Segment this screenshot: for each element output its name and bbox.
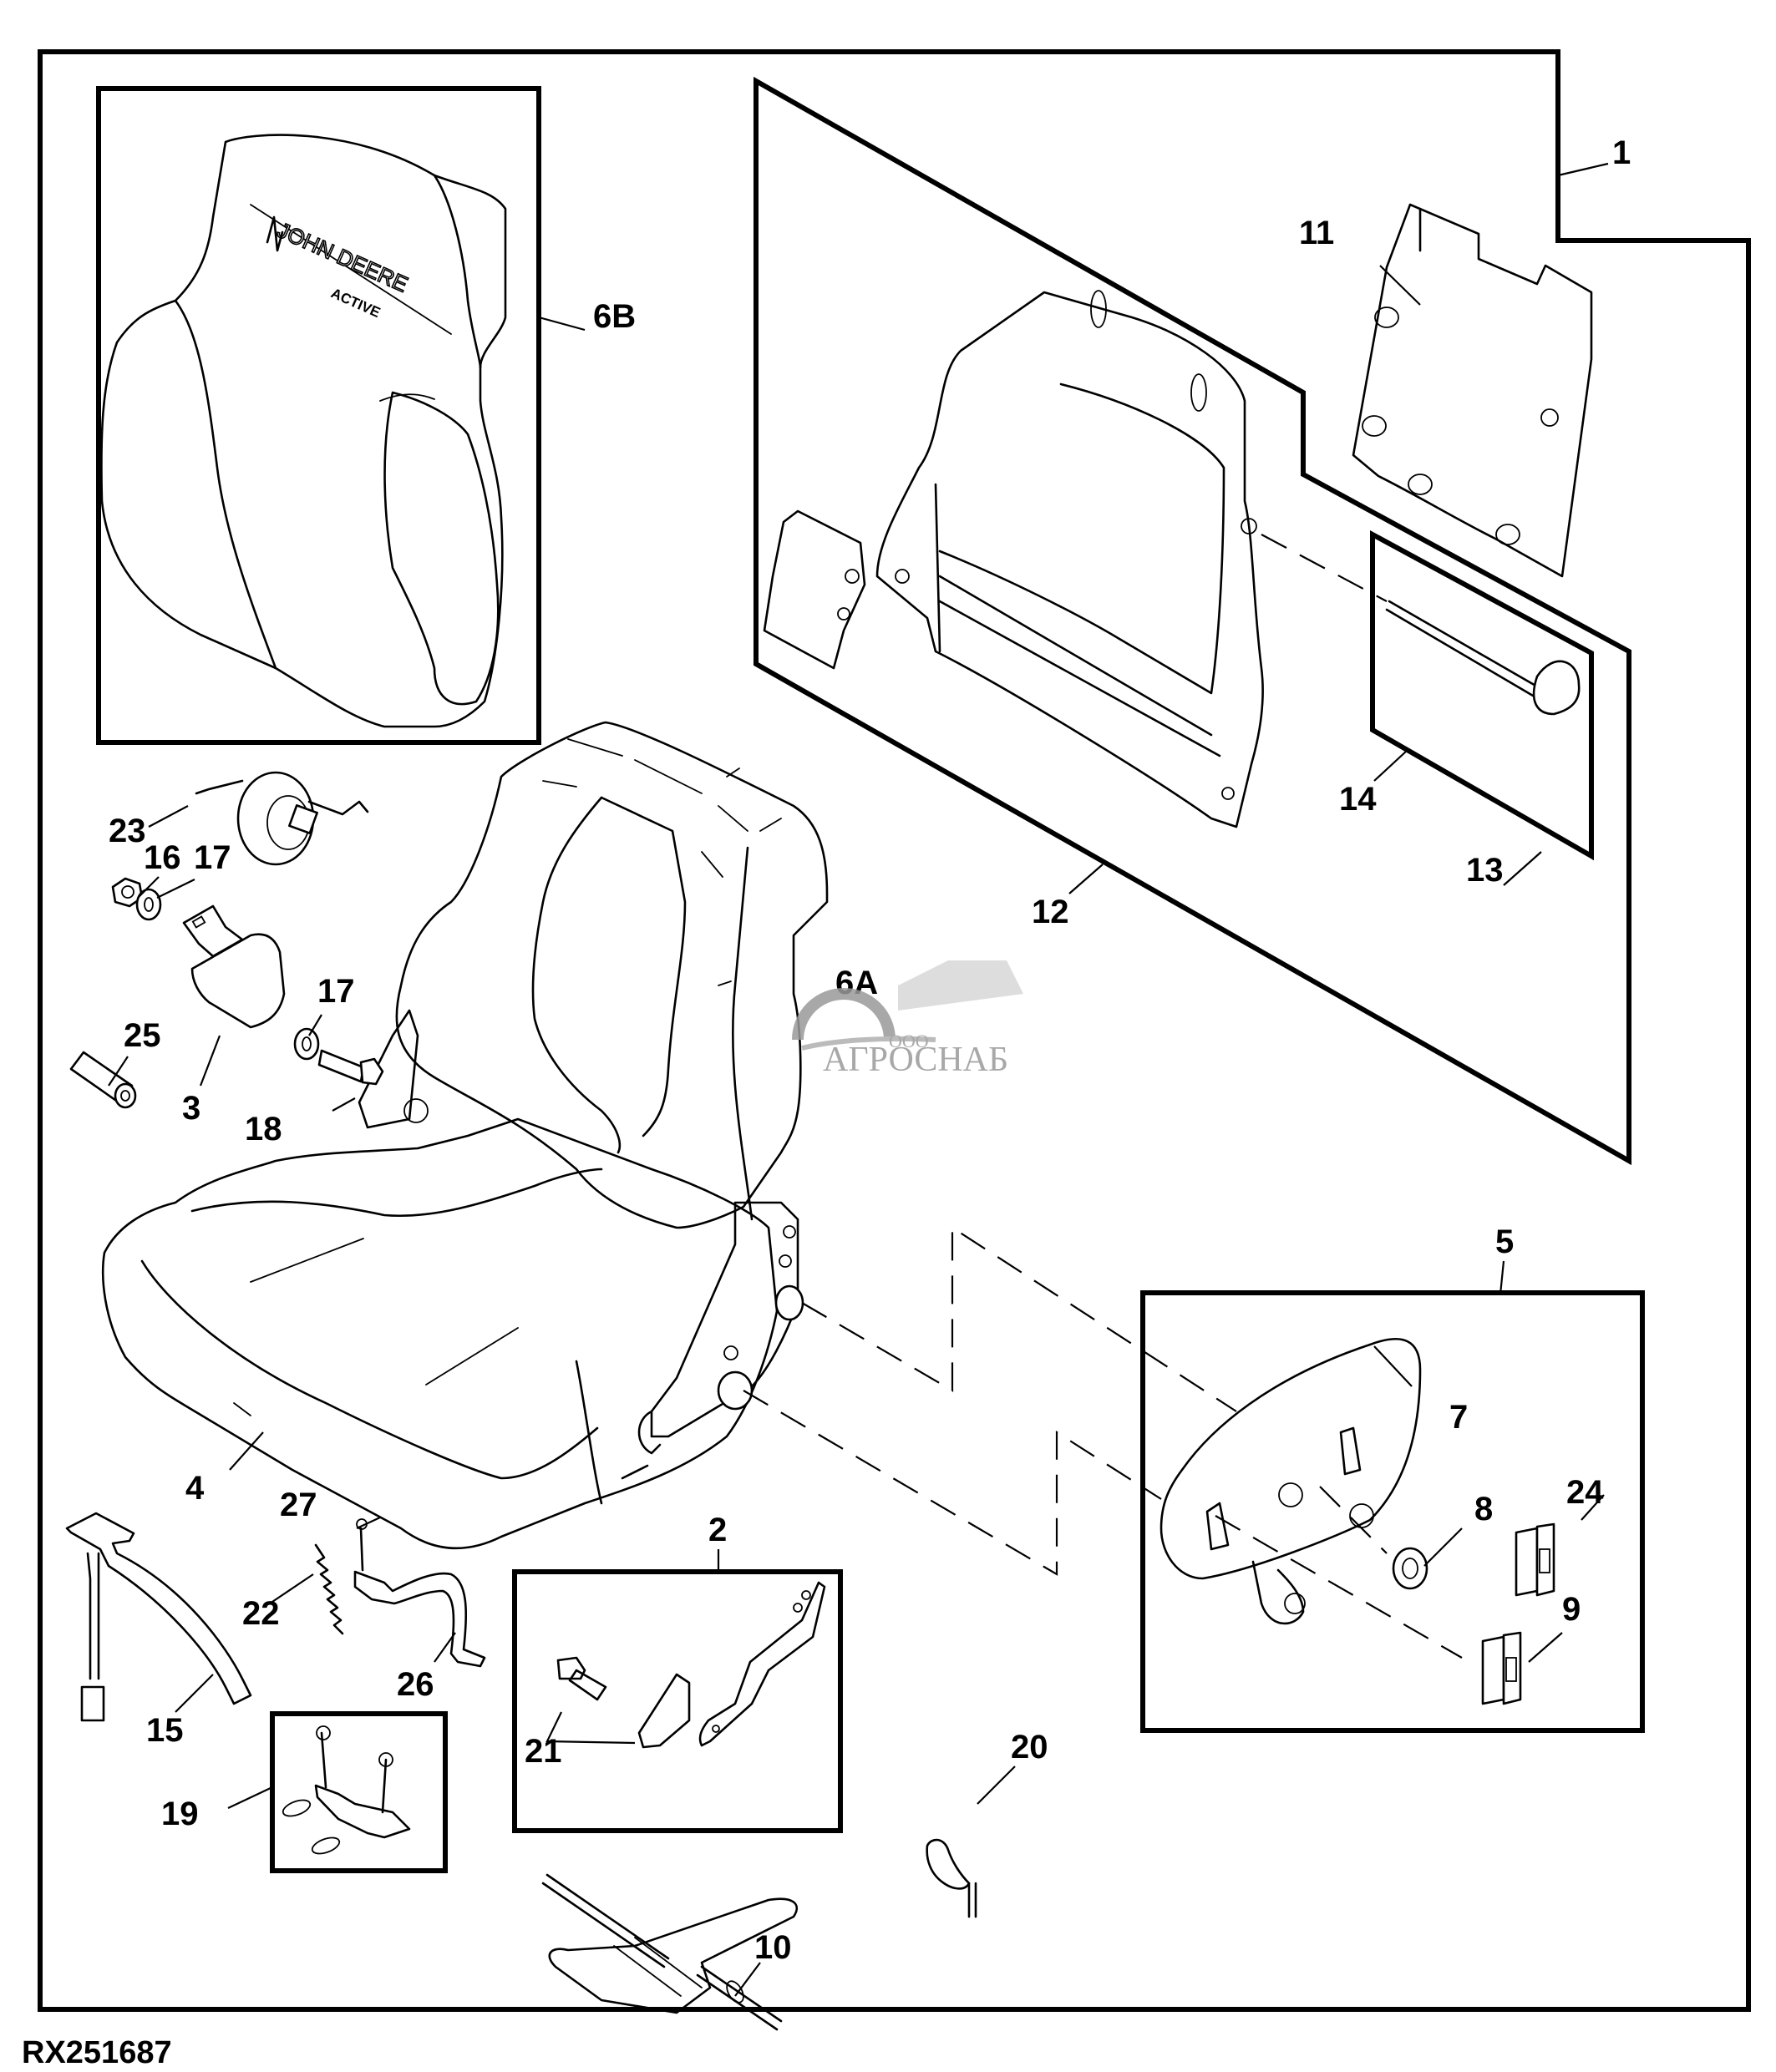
deer-logo-icon bbox=[266, 215, 284, 252]
backrest-cover-6b: JOHN DEERE ACTIVE bbox=[100, 134, 507, 728]
assembly-frame bbox=[38, 49, 1751, 2012]
callout-3: 3 bbox=[182, 1090, 200, 1127]
spring-22 bbox=[314, 1543, 344, 1635]
callout-13: 13 bbox=[1466, 852, 1504, 889]
callout-18: 18 bbox=[245, 1111, 282, 1147]
inset-box-14 bbox=[1370, 529, 1594, 861]
callout-25: 25 bbox=[124, 1017, 161, 1054]
switch-guide bbox=[1215, 1515, 1463, 1659]
seat-back-6a bbox=[395, 721, 829, 1229]
wiring-harness-15 bbox=[65, 1512, 252, 1722]
callout-24: 24 bbox=[1566, 1474, 1604, 1511]
brand-name: JOHN DEERE bbox=[274, 217, 412, 297]
callout-19: 19 bbox=[161, 1796, 199, 1832]
washer-17-lower bbox=[293, 1027, 320, 1061]
inset-box-19 bbox=[270, 1711, 448, 1873]
spacer-25 bbox=[69, 1051, 137, 1109]
callout-27: 27 bbox=[280, 1487, 317, 1523]
callout-7: 7 bbox=[1449, 1399, 1468, 1436]
watermark-name: АГРОСНАБ bbox=[823, 1041, 1008, 1079]
brand-sub: ACTIVE bbox=[328, 285, 383, 321]
inset-box-5 bbox=[1140, 1290, 1645, 1733]
callout-17b: 17 bbox=[317, 973, 355, 1010]
callout-6b: 6B bbox=[593, 298, 636, 335]
callout-10: 10 bbox=[754, 1929, 792, 1966]
callout-5: 5 bbox=[1495, 1223, 1514, 1260]
gear-icon bbox=[792, 988, 896, 1041]
watermark: ООО АГРОСНАБ bbox=[792, 960, 1023, 1079]
callout-2: 2 bbox=[708, 1512, 727, 1548]
armrest-guide-lower bbox=[743, 1390, 1162, 1576]
figure-id: RX251687 bbox=[22, 2035, 172, 2070]
callout-17a: 17 bbox=[194, 839, 231, 876]
leader-lines bbox=[108, 162, 1609, 1997]
watermark-prefix: ООО bbox=[889, 1031, 929, 1051]
bolt-18 bbox=[317, 1049, 384, 1086]
bushing-8 bbox=[1392, 1547, 1428, 1590]
callout-15: 15 bbox=[146, 1712, 184, 1749]
harvester-icon bbox=[898, 960, 1023, 1011]
backrest-side-bracket bbox=[358, 1009, 429, 1129]
callout-4: 4 bbox=[185, 1470, 205, 1507]
adjuster-knob-23 bbox=[195, 771, 369, 866]
washer-17-upper bbox=[135, 888, 162, 921]
bracket-plate bbox=[698, 1581, 826, 1747]
seatbelt-buckle-3 bbox=[182, 904, 286, 1029]
inset-box-12 bbox=[754, 76, 1631, 1166]
inset-box-6b bbox=[96, 86, 541, 745]
callout-26: 26 bbox=[397, 1666, 434, 1703]
callout-20: 20 bbox=[1011, 1729, 1048, 1766]
callout-11: 11 bbox=[1299, 215, 1334, 251]
recline-handle-13 bbox=[1385, 600, 1581, 716]
armrest-guide-upper bbox=[801, 1225, 1237, 1412]
callout-21: 21 bbox=[525, 1733, 562, 1770]
bushing-guide bbox=[1319, 1486, 1388, 1554]
seat-side-bracket bbox=[621, 1201, 804, 1480]
seat-cushion-4 bbox=[101, 1117, 779, 1550]
backrest-frame-12 bbox=[875, 290, 1264, 828]
wing-bolt-20 bbox=[926, 1838, 977, 1918]
switch-9 bbox=[1481, 1631, 1522, 1705]
callout-12: 12 bbox=[1032, 894, 1069, 930]
assembly-guide-line bbox=[1261, 534, 1388, 602]
back-cover-11 bbox=[1352, 203, 1593, 578]
callout-22: 22 bbox=[242, 1595, 280, 1632]
callout-8: 8 bbox=[1474, 1491, 1493, 1527]
hinge-bracket bbox=[763, 509, 866, 670]
callout-1: 1 bbox=[1612, 134, 1631, 171]
switch-24 bbox=[1515, 1522, 1555, 1597]
inset-box-2 bbox=[512, 1569, 843, 1833]
callout-14: 14 bbox=[1339, 781, 1377, 818]
callout-23: 23 bbox=[109, 813, 146, 849]
callout-9: 9 bbox=[1562, 1591, 1581, 1628]
lever-handle-10 bbox=[541, 1873, 799, 2031]
bracket-26 bbox=[353, 1570, 486, 1668]
hinge-kit-19 bbox=[282, 1725, 411, 1855]
armrest-7 bbox=[1159, 1338, 1422, 1625]
callout-16: 16 bbox=[144, 839, 181, 876]
cap-21 bbox=[637, 1673, 691, 1749]
bolt-21 bbox=[556, 1656, 607, 1701]
